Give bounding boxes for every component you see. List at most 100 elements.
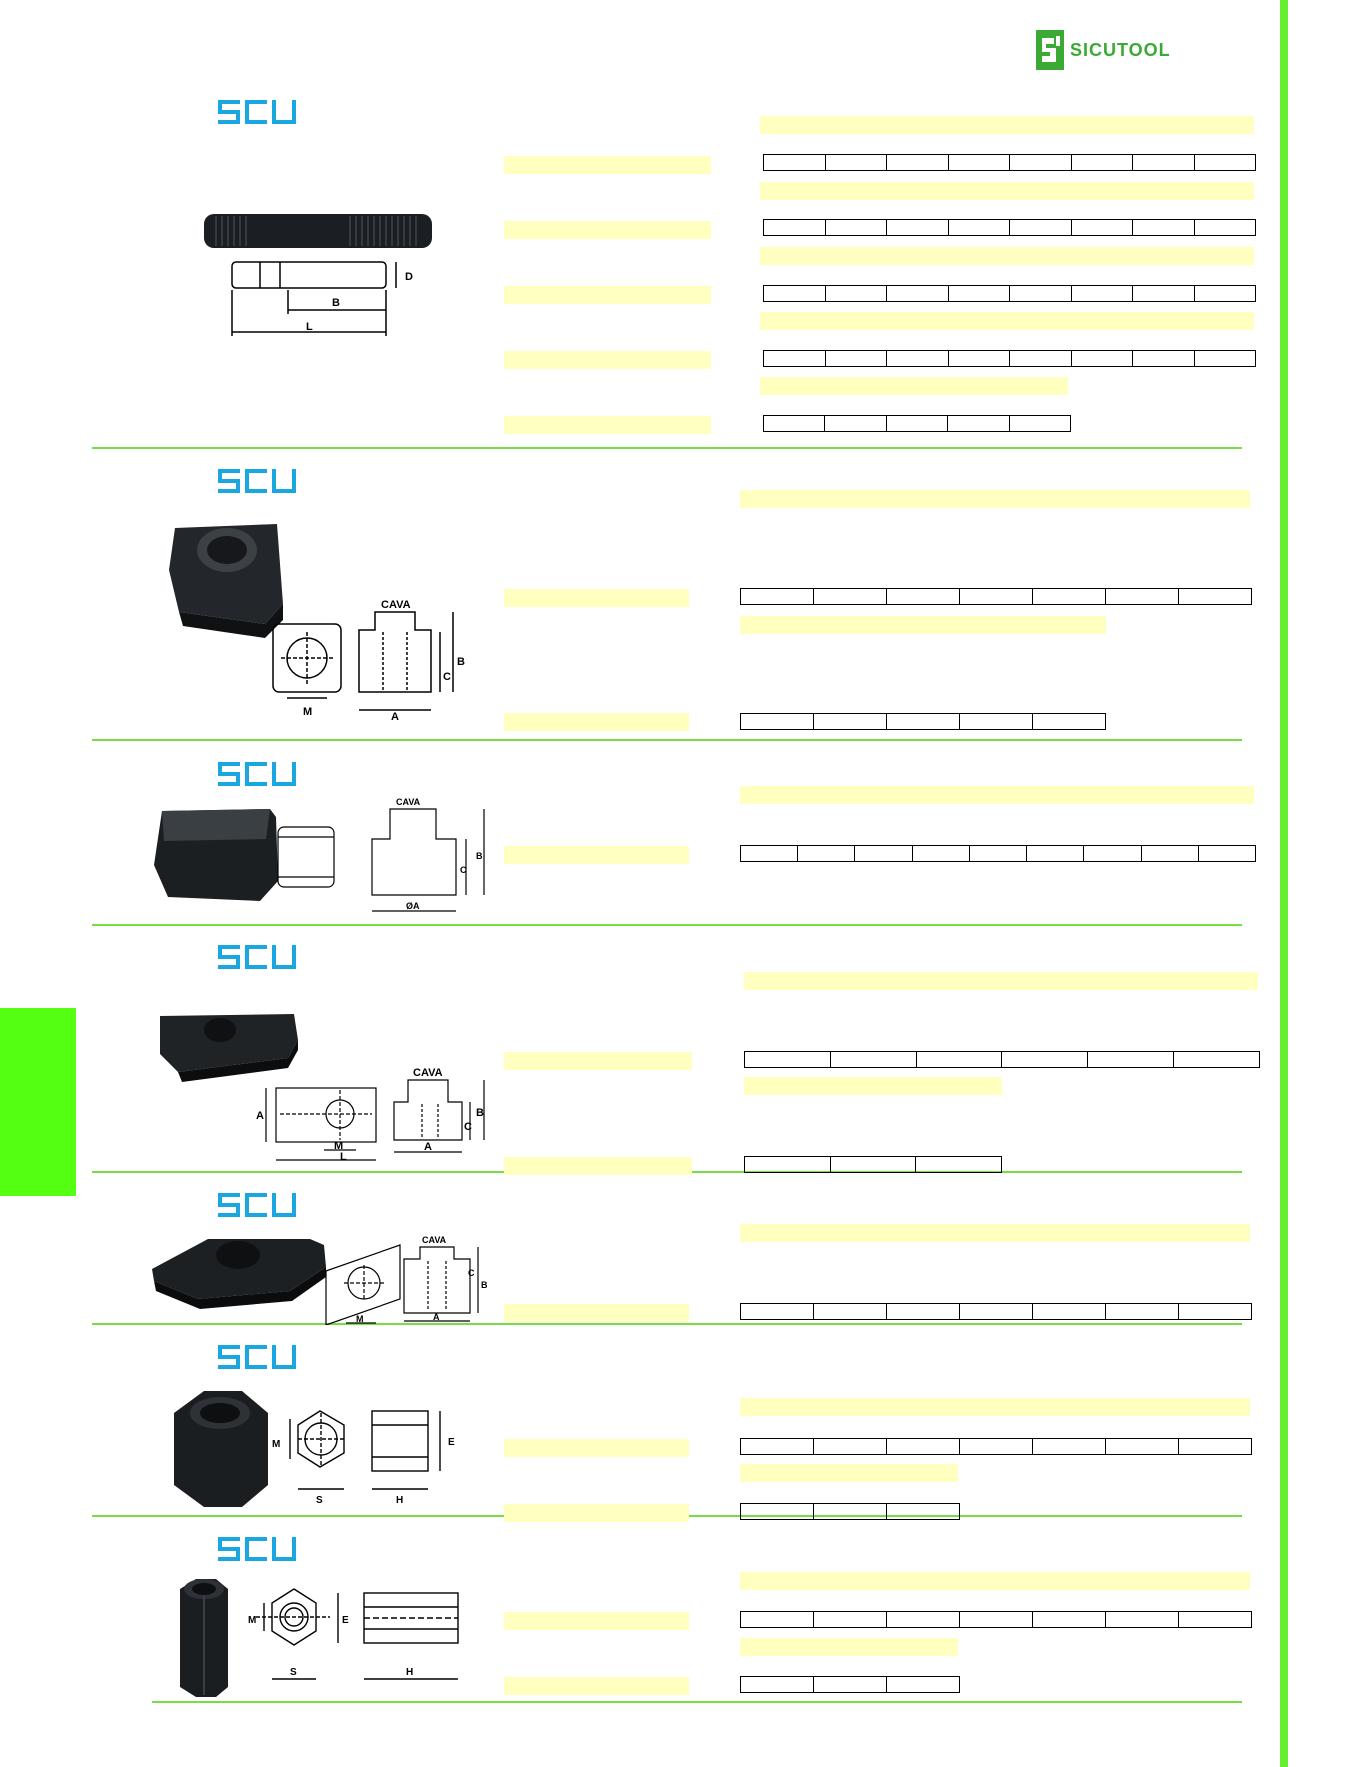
dim-label-cava: CAVA: [396, 797, 421, 807]
spec-band: [760, 116, 1254, 134]
spec-band: [740, 616, 1106, 634]
label-band: [504, 1052, 692, 1070]
spec-band: [760, 182, 1254, 200]
label-band: [504, 1612, 689, 1630]
dim-label-b: B: [457, 656, 465, 668]
t-block-drawing: CAVA B C ØA: [154, 797, 485, 912]
label-band: [504, 846, 689, 864]
size-row: [740, 845, 1256, 862]
spec-band: [740, 1224, 1250, 1242]
label-band: [504, 1439, 689, 1457]
spec-band: [744, 1077, 1002, 1095]
separator: [92, 1323, 1242, 1325]
size-row: [763, 285, 1256, 302]
t-nut-long-drawing: CAVA A M L A B C: [160, 1014, 485, 1163]
separator: [92, 739, 1242, 741]
scu-logo: [218, 100, 296, 124]
dim-label-a2: A: [424, 1141, 432, 1153]
spec-band: [740, 490, 1250, 508]
dim-label-b: B: [481, 1280, 488, 1290]
label-band: [504, 1157, 692, 1175]
dim-label-e: E: [342, 1615, 349, 1626]
size-row: [740, 1676, 960, 1693]
scu-logo: [218, 1345, 296, 1369]
spec-band: [740, 1638, 958, 1656]
coupling-nut-drawing: M E S H: [180, 1579, 459, 1697]
size-row: [763, 219, 1256, 236]
dim-label-m: M: [356, 1314, 364, 1324]
scu-logo: [218, 945, 296, 969]
size-row: [740, 713, 1106, 730]
label-band: [504, 713, 689, 731]
separator: [152, 1701, 1242, 1703]
dim-label-a: A: [391, 711, 399, 723]
brand-name: SICUTOOL: [1070, 39, 1171, 60]
dim-label-l: L: [306, 321, 313, 333]
scu-logo: [218, 1537, 296, 1561]
dim-label-h: H: [406, 1667, 413, 1678]
dim-label-b: B: [476, 851, 483, 861]
hex-nut-drawing: M E S H: [174, 1391, 455, 1507]
label-band: [504, 156, 711, 174]
label-band: [504, 416, 711, 434]
spec-band: [760, 247, 1254, 265]
sicutool-logo-icon: [1036, 30, 1064, 70]
label-band: [504, 589, 689, 607]
size-row: [740, 1438, 1252, 1455]
size-row: [763, 154, 1256, 171]
size-row: [744, 1051, 1260, 1068]
section-tab[interactable]: [0, 1008, 76, 1196]
separator: [92, 447, 1242, 449]
dim-label-l: L: [340, 1151, 347, 1163]
dim-label-a: A: [433, 1312, 440, 1322]
size-row: [744, 1156, 1002, 1173]
size-row: [740, 1611, 1252, 1628]
dim-label-m: M: [272, 1439, 280, 1450]
label-band: [504, 351, 711, 369]
right-edge-bar: [1280, 0, 1288, 1767]
spec-band: [760, 312, 1254, 330]
spec-band: [740, 786, 1254, 804]
label-band: [504, 286, 711, 304]
label-band: [504, 1677, 689, 1695]
dim-label-b: B: [332, 297, 340, 309]
dim-label-m: M: [303, 706, 312, 718]
dim-label-h: H: [396, 1495, 403, 1506]
label-band: [504, 1304, 689, 1322]
dim-label-c: C: [443, 671, 451, 683]
size-row: [740, 588, 1252, 605]
spec-band: [760, 377, 1068, 395]
spec-band: [740, 1572, 1250, 1590]
scu-logo: [218, 1193, 296, 1217]
size-row: [740, 1303, 1252, 1320]
dim-label-c: C: [464, 1121, 472, 1133]
scu-logo: [218, 762, 296, 786]
dim-label-cava: CAVA: [413, 1067, 443, 1079]
dim-label-d: D: [405, 271, 413, 283]
dim-label-a: ØA: [406, 901, 420, 911]
dim-label-s: S: [316, 1495, 323, 1506]
dim-label-b: B: [476, 1107, 484, 1119]
size-row: [763, 350, 1256, 367]
size-row: [740, 1503, 960, 1520]
dim-label-c: C: [460, 865, 467, 875]
dim-label-cava: CAVA: [422, 1235, 447, 1245]
separator: [92, 924, 1242, 926]
dim-label-c: C: [468, 1268, 475, 1278]
t-nut-diamond-drawing: CAVA M A B C: [152, 1235, 488, 1325]
spec-band: [740, 1398, 1250, 1416]
dim-label-s: S: [290, 1667, 297, 1678]
t-nut-drawing: CAVA M A B C: [169, 524, 465, 723]
spec-band: [740, 1464, 958, 1482]
stud-bolt-drawing: D B L: [204, 214, 432, 336]
brand-header: SICUTOOL: [1036, 30, 1171, 70]
label-band: [504, 1504, 689, 1522]
scu-logo: [218, 469, 296, 493]
dim-label-a: A: [256, 1110, 264, 1122]
dim-label-m: M: [248, 1615, 256, 1626]
dim-label-cava: CAVA: [381, 599, 411, 611]
spec-band: [744, 972, 1258, 990]
label-band: [504, 221, 711, 239]
dim-label-m: M: [334, 1140, 343, 1152]
dim-label-e: E: [448, 1437, 455, 1448]
